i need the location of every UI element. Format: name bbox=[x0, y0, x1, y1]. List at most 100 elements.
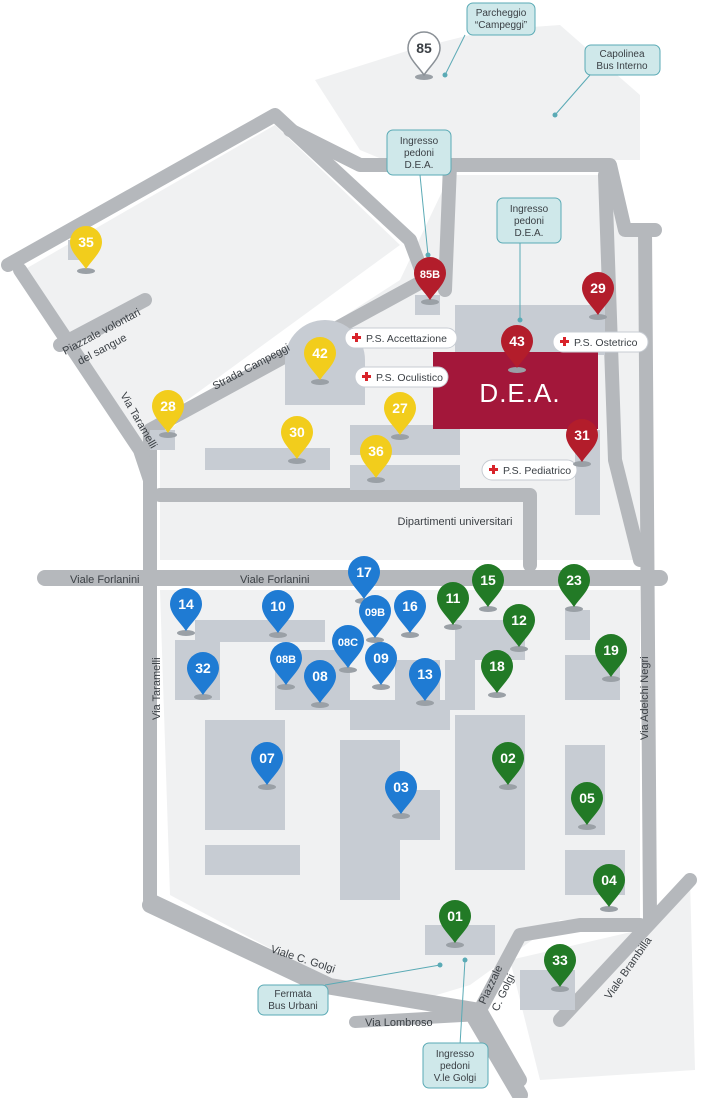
marker-23[interactable]: 23 bbox=[558, 564, 590, 612]
marker-27[interactable]: 27 bbox=[384, 392, 416, 440]
marker-shadow bbox=[444, 624, 462, 630]
marker-shadow bbox=[488, 692, 506, 698]
marker-label: 19 bbox=[603, 642, 619, 658]
map-pin-icon bbox=[481, 650, 513, 693]
marker-36[interactable]: 36 bbox=[360, 435, 392, 483]
marker-shadow bbox=[311, 702, 329, 708]
marker-15[interactable]: 15 bbox=[472, 564, 504, 612]
marker-33[interactable]: 33 bbox=[544, 944, 576, 992]
marker-01[interactable]: 01 bbox=[439, 900, 471, 948]
marker-label: 03 bbox=[393, 779, 409, 795]
marker-85[interactable]: 85 bbox=[407, 31, 441, 80]
callout-capolinea-line2: Bus Interno bbox=[596, 61, 648, 72]
callout-ingresso-dea-1-line3: D.E.A. bbox=[405, 160, 434, 171]
ps-pediatrico[interactable]: P.S. Pediatrico bbox=[481, 459, 578, 481]
map-pin-icon bbox=[582, 272, 614, 315]
marker-shadow bbox=[311, 379, 329, 385]
marker-19[interactable]: 19 bbox=[595, 634, 627, 682]
marker-02[interactable]: 02 bbox=[492, 742, 524, 790]
map-pin-icon bbox=[262, 590, 294, 633]
marker-09b[interactable]: 09B bbox=[359, 595, 391, 643]
ps-pediatrico-label: P.S. Pediatrico bbox=[503, 465, 571, 477]
marker-16[interactable]: 16 bbox=[394, 590, 426, 638]
marker-shadow bbox=[600, 906, 618, 912]
marker-label: 31 bbox=[574, 427, 590, 443]
marker-14[interactable]: 14 bbox=[170, 588, 202, 636]
marker-31[interactable]: 31 bbox=[566, 419, 598, 467]
marker-shadow bbox=[177, 630, 195, 636]
map-pin-icon bbox=[365, 642, 397, 685]
marker-42[interactable]: 42 bbox=[304, 337, 336, 385]
callout-parcheggio-line2: “Campeggi” bbox=[475, 20, 527, 31]
marker-12[interactable]: 12 bbox=[503, 604, 535, 652]
marker-08b[interactable]: 08B bbox=[270, 642, 302, 690]
map-pin-icon bbox=[407, 31, 441, 77]
marker-label: 16 bbox=[402, 598, 418, 614]
marker-shadow bbox=[366, 637, 384, 643]
map-pin-icon bbox=[566, 419, 598, 462]
marker-18[interactable]: 18 bbox=[481, 650, 513, 698]
marker-shadow bbox=[258, 784, 276, 790]
marker-13[interactable]: 13 bbox=[409, 658, 441, 706]
map-pin-icon bbox=[304, 337, 336, 380]
marker-label: 07 bbox=[259, 750, 275, 766]
ps-accettazione[interactable]: P.S. Accettazione bbox=[344, 327, 458, 349]
marker-shadow bbox=[589, 314, 607, 320]
map-pin-icon bbox=[409, 658, 441, 701]
marker-shadow bbox=[416, 700, 434, 706]
marker-label: 01 bbox=[447, 908, 463, 924]
marker-shadow bbox=[401, 632, 419, 638]
marker-shadow bbox=[578, 824, 596, 830]
marker-label: 43 bbox=[509, 333, 525, 349]
red-cross-icon bbox=[560, 337, 569, 346]
callout-parcheggio[interactable]: Parcheggio “Campeggi” bbox=[466, 2, 536, 36]
map-pin-icon bbox=[384, 392, 416, 435]
red-cross-icon bbox=[352, 333, 361, 342]
marker-05[interactable]: 05 bbox=[571, 782, 603, 830]
marker-07[interactable]: 07 bbox=[251, 742, 283, 790]
marker-08c[interactable]: 08C bbox=[332, 625, 364, 673]
marker-09[interactable]: 09 bbox=[365, 642, 397, 690]
marker-label: 02 bbox=[500, 750, 516, 766]
marker-29[interactable]: 29 bbox=[582, 272, 614, 320]
marker-label: 13 bbox=[417, 666, 433, 682]
ps-ostetrico[interactable]: P.S. Ostetrico bbox=[552, 331, 649, 353]
marker-shadow bbox=[421, 299, 439, 305]
marker-label: 27 bbox=[392, 400, 408, 416]
callout-ingresso-golgi[interactable]: Ingresso pedoni V.le Golgi bbox=[422, 1042, 489, 1089]
callout-ingresso-dea-2[interactable]: Ingresso pedoni D.E.A. bbox=[496, 197, 562, 244]
callout-leaders bbox=[324, 34, 591, 1046]
map-pin-icon bbox=[501, 325, 533, 368]
marker-30[interactable]: 30 bbox=[281, 416, 313, 464]
street-via-taramelli-south: Via Taramelli bbox=[151, 657, 163, 720]
map-pin-icon bbox=[394, 590, 426, 633]
marker-85b[interactable]: 85B bbox=[414, 257, 446, 305]
callout-capolinea[interactable]: Capolinea Bus Interno bbox=[584, 44, 661, 76]
marker-32[interactable]: 32 bbox=[187, 652, 219, 700]
ps-oculistico[interactable]: P.S. Oculistico bbox=[354, 366, 449, 388]
marker-label: 05 bbox=[579, 790, 595, 806]
map-pin-icon bbox=[544, 944, 576, 987]
marker-03[interactable]: 03 bbox=[385, 771, 417, 819]
marker-10[interactable]: 10 bbox=[262, 590, 294, 638]
street-viale-forlanini-right: Viale Forlanini bbox=[240, 574, 310, 586]
marker-35[interactable]: 35 bbox=[70, 226, 102, 274]
map-pin-icon bbox=[360, 435, 392, 478]
marker-08[interactable]: 08 bbox=[304, 660, 336, 708]
marker-28[interactable]: 28 bbox=[152, 390, 184, 438]
map-pin-icon bbox=[492, 742, 524, 785]
callout-fermata[interactable]: Fermata Bus Urbani bbox=[257, 984, 329, 1016]
callout-ingresso-dea-1[interactable]: Ingresso pedoni D.E.A. bbox=[386, 129, 452, 176]
marker-11[interactable]: 11 bbox=[437, 582, 469, 630]
marker-shadow bbox=[415, 74, 433, 80]
dipartimenti-label: Dipartimenti universitari bbox=[398, 516, 513, 528]
marker-label: 33 bbox=[552, 952, 568, 968]
marker-label: 10 bbox=[270, 598, 286, 614]
marker-04[interactable]: 04 bbox=[593, 864, 625, 912]
marker-shadow bbox=[551, 986, 569, 992]
red-cross-icon bbox=[362, 372, 371, 381]
marker-43[interactable]: 43 bbox=[501, 325, 533, 373]
callout-ingresso-golgi-line2: pedoni bbox=[440, 1061, 470, 1072]
marker-shadow bbox=[508, 367, 526, 373]
